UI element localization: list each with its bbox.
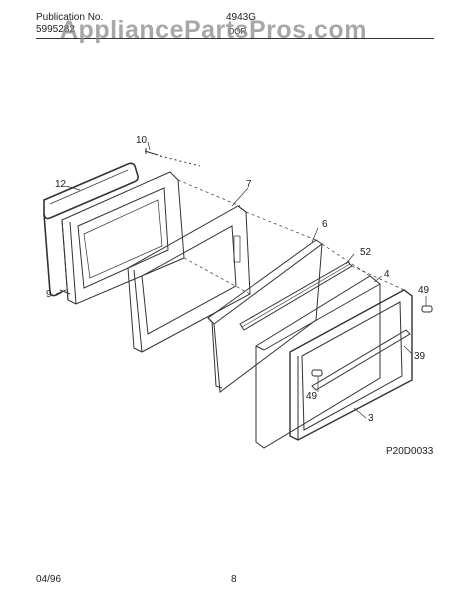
publication-number: 5995282: [36, 24, 75, 35]
door-frame-part-3: [289, 289, 413, 441]
screw-part-10: [144, 148, 201, 167]
section-title: OOR: [228, 27, 247, 36]
leader-lines: [55, 141, 427, 419]
callout-49-upper: 49: [418, 285, 430, 296]
footer-date: 04/96: [36, 574, 62, 585]
footer-page-number: 8: [231, 574, 237, 585]
callout-7: 7: [246, 179, 252, 190]
callout-3: 3: [368, 413, 374, 424]
bumper-part-49-lower: [311, 369, 323, 377]
glass-panel-part-4: [255, 275, 381, 449]
model-number: 4943G: [226, 12, 257, 23]
callout-6: 6: [322, 219, 328, 230]
callout-12: 12: [55, 179, 67, 190]
watermark-logo: AppliancePartsPros.com: [60, 16, 367, 44]
callout-39: 39: [414, 351, 426, 362]
callout-9: 9: [46, 289, 52, 300]
alignment-lines: [177, 179, 405, 295]
bumper-part-49-upper: [421, 305, 433, 313]
publication-label: Publication No.: [36, 12, 104, 23]
callout-49-lower: 49: [306, 391, 318, 402]
diagram-code: P20D0033: [386, 446, 434, 457]
outer-door-panel-part-7: [127, 205, 251, 353]
header-rule: [36, 38, 434, 39]
callout-10: 10: [136, 135, 148, 146]
door-gasket-part-12: [43, 162, 139, 297]
strip-part-39: [311, 329, 411, 391]
callout-4: 4: [384, 269, 390, 280]
callout-52: 52: [360, 247, 372, 258]
trim-strip-part-52: [239, 261, 353, 331]
